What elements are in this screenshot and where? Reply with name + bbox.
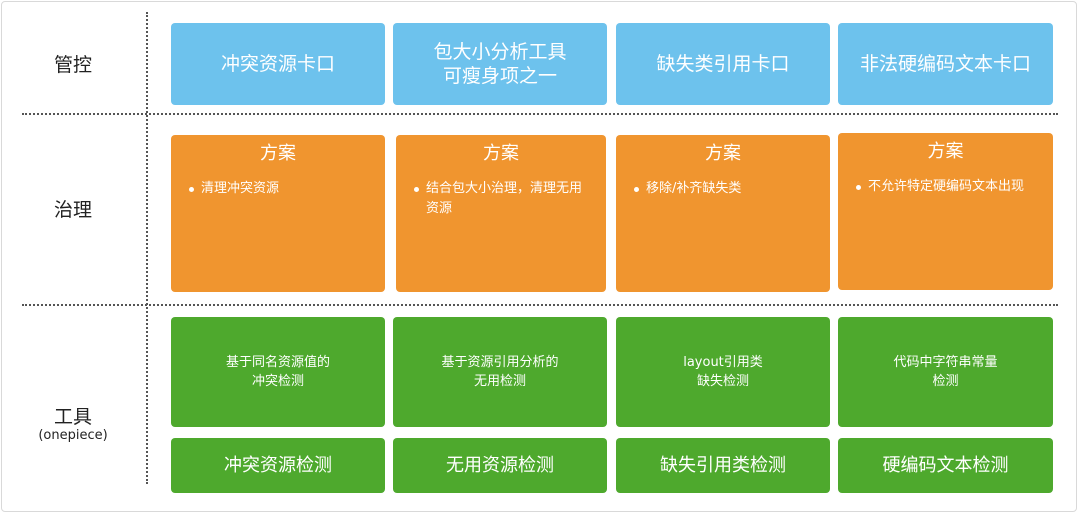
treatment-box-1-bullet: 清理冲突资源 [189,179,373,199]
treatment-box-3-title: 方案 [705,143,741,164]
treatment-box-1-bullet-text: 清理冲突资源 [201,181,280,196]
detection-box-1-line2: 冲突检测 [251,374,304,389]
governance-box-2: 包大小分析工具 可瘦身项之一 [393,23,607,105]
treatment-box-2-title: 方案 [483,143,519,164]
treatment-box-2-bullet-line2: 资源 [426,201,453,216]
governance-box-2-line2: 可瘦身项之一 [442,65,557,87]
detection-box-4-line1: 代码中字符串常量 [893,355,998,370]
tool-box-2-label: 无用资源检测 [446,454,554,476]
detection-box-3-line2: 缺失检测 [696,374,749,389]
column-divider [146,12,148,484]
tool-box-1-label: 冲突资源检测 [224,454,332,476]
treatment-box-3-bullet-text: 移除/补齐缺失类 [646,181,742,196]
treatment-box-3-bullet: 移除/补齐缺失类 [634,179,818,199]
detection-box-4-line2: 检测 [932,374,959,389]
treatment-box-1: 方案 清理冲突资源 [171,135,385,292]
treatment-box-2: 方案 结合包大小治理，清理无用资源 [396,135,606,292]
governance-box-3-line1: 缺失类引用卡口 [656,53,790,75]
treatment-box-4-title: 方案 [927,141,964,162]
detection-box-4: 代码中字符串常量 检测 [838,317,1053,427]
governance-box-4-line1: 非法硬编码文本卡口 [859,53,1031,75]
detection-box-1: 基于同名资源值的 冲突检测 [171,317,385,427]
governance-box-1-line1: 冲突资源卡口 [220,53,335,75]
treatment-box-4: 方案 不允许特定硬编码文本出现 [838,133,1053,290]
detection-box-3-line1: layout引用类 [683,355,763,370]
governance-box-4: 非法硬编码文本卡口 [838,23,1053,105]
treatment-box-4-bullet-text: 不允许特定硬编码文本出现 [868,179,1025,194]
detection-box-3: layout引用类 缺失检测 [616,317,830,427]
row-label-governance: 管控 [53,54,92,76]
detection-box-2: 基于资源引用分析的 无用检测 [393,317,607,427]
detection-box-2-line1: 基于资源引用分析的 [441,355,559,370]
row-divider-2 [22,304,1058,306]
tool-box-3: 缺失引用类检测 [616,438,830,493]
tool-box-3-label: 缺失引用类检测 [660,454,786,476]
detection-box-2-line2: 无用检测 [473,374,526,389]
row-label-tools-text: 工具 [53,406,92,428]
governance-box-1: 冲突资源卡口 [171,23,385,105]
row-label-treatment: 治理 [53,199,92,221]
governance-box-2-line1: 包大小分析工具 [433,41,567,63]
row-label-tools-sublabel: (onepiece) [38,428,108,443]
treatment-box-2-bullet-text: 结合包大小治理，清理无用 [426,181,583,196]
detection-box-1-line1: 基于同名资源值的 [225,355,330,370]
tool-box-4: 硬编码文本检测 [838,438,1053,493]
treatment-box-3: 方案 移除/补齐缺失类 [616,135,830,292]
row-divider-1 [22,113,1058,115]
tool-box-1: 冲突资源检测 [171,438,385,493]
tool-box-2: 无用资源检测 [393,438,607,493]
governance-box-3: 缺失类引用卡口 [616,23,830,105]
treatment-box-1-title: 方案 [260,143,296,164]
treatment-box-4-bullet: 不允许特定硬编码文本出现 [856,177,1041,197]
treatment-box-2-bullet: 结合包大小治理，清理无用资源 [414,179,594,219]
tool-box-4-label: 硬编码文本检测 [882,454,1009,476]
row-label-tools: 工具 (onepiece) [0,406,146,444]
